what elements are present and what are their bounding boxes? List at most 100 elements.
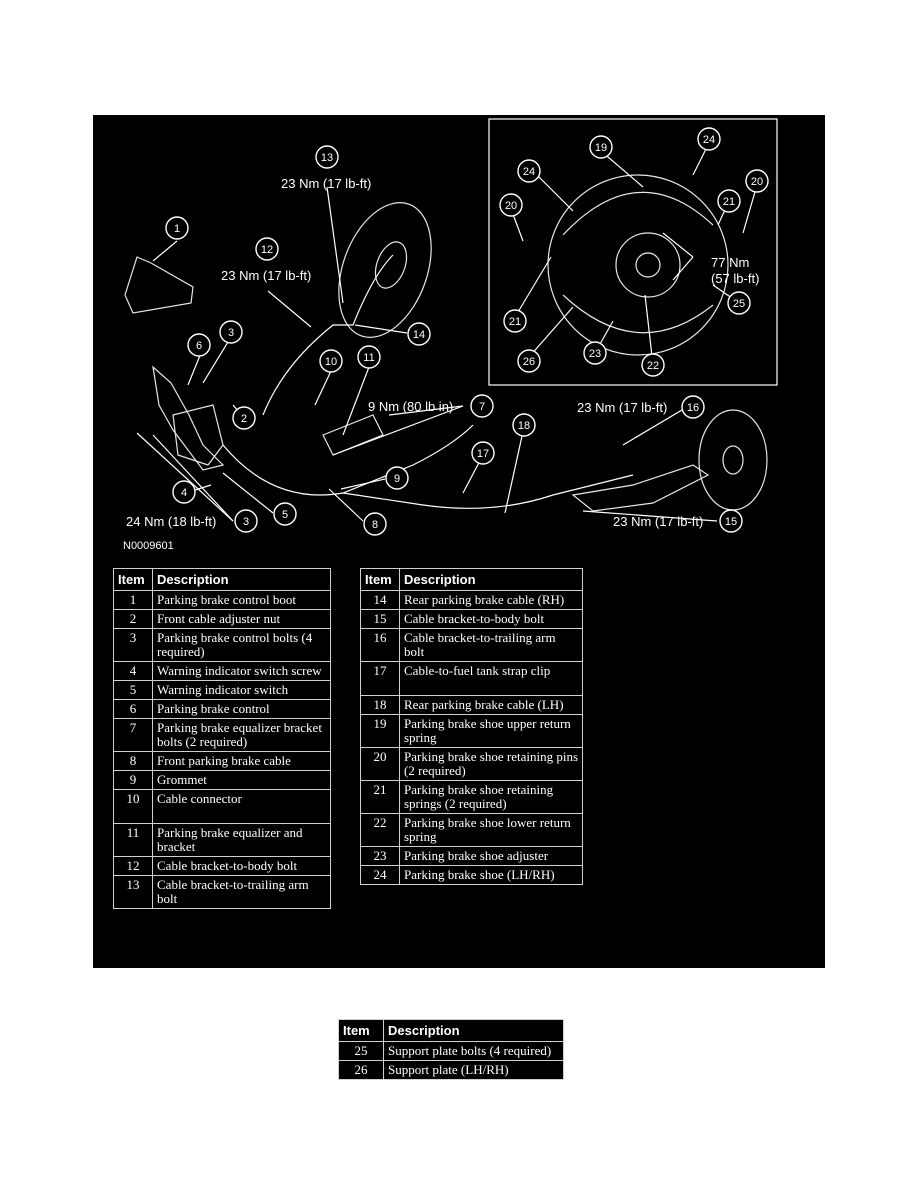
callout-10: 10	[319, 349, 343, 373]
svg-text:23: 23	[589, 348, 601, 360]
item-number: 16	[360, 628, 400, 662]
svg-text:22: 22	[647, 360, 659, 372]
item-description: Cable-to-fuel tank strap clip	[399, 661, 583, 696]
item-number: 10	[113, 789, 153, 824]
item-number: 2	[113, 609, 153, 629]
callout-14: 14	[407, 322, 431, 346]
item-description: Cable bracket-to-trailing arm bolt	[399, 628, 583, 662]
svg-text:11: 11	[363, 352, 374, 364]
svg-text:20: 20	[505, 200, 517, 212]
svg-text:19: 19	[595, 142, 607, 154]
svg-text:18: 18	[518, 420, 530, 432]
item-number: 14	[360, 590, 400, 610]
torque-label-7: 9 Nm (80 lb in)	[368, 399, 453, 414]
control-boot-drawing	[124, 256, 194, 314]
item-description: Warning indicator switch	[152, 680, 331, 700]
item-description: Support plate bolts (4 required)	[383, 1041, 564, 1061]
callout-26: 26	[517, 349, 541, 373]
item-number: 20	[360, 747, 400, 781]
rear-cable-lh-drawing	[342, 474, 634, 509]
item-description: Parking brake shoe (LH/RH)	[399, 865, 583, 885]
item-description: Parking brake control	[152, 699, 331, 719]
callout-1: 1	[165, 216, 189, 240]
item-number: 6	[113, 699, 153, 719]
brake-shoes-drawing	[562, 191, 714, 334]
svg-text:9: 9	[394, 473, 400, 485]
item-number: 21	[360, 780, 400, 814]
control-lever-drawing	[152, 365, 225, 471]
svg-text:1: 1	[174, 223, 180, 235]
svg-text:12: 12	[261, 244, 273, 256]
callout-18: 18	[512, 413, 536, 437]
item-description: Parking brake control bolts (4 required)	[152, 628, 331, 662]
item-number: 23	[360, 846, 400, 866]
callout-3-upper: 3	[219, 320, 243, 344]
callout-16: 16	[681, 395, 705, 419]
item-number: 3	[113, 628, 153, 662]
svg-text:25: 25	[733, 298, 745, 310]
callout-25: 25	[727, 291, 751, 315]
callout-21-left: 21	[503, 309, 527, 333]
rear-cable-rh-drawing	[262, 254, 394, 416]
description-column-header: Description	[383, 1019, 564, 1042]
front-cable-drawing	[222, 424, 474, 496]
item-number: 12	[113, 856, 153, 876]
callout-5: 5	[273, 502, 297, 526]
item-description: Cable bracket-to-body bolt	[152, 856, 331, 876]
svg-text:2: 2	[241, 413, 247, 425]
svg-text:7: 7	[479, 401, 485, 413]
parking-brake-figure: 1 2 3 3 4 5 6 7 8 9 10 11 12 13 14 15 16…	[93, 115, 825, 968]
svg-text:13: 13	[321, 152, 333, 164]
torque-label-15: 23 Nm (17 lb-ft)	[613, 514, 703, 529]
table-header-row: Item Description	[338, 1019, 564, 1042]
inset-frame	[488, 118, 778, 386]
description-column-header: Description	[152, 568, 331, 591]
support-plate-drawing	[547, 174, 729, 356]
torque-label-25-lbft: (57 lb-ft)	[711, 271, 759, 286]
callout-6: 6	[187, 333, 211, 357]
rear-hub-upper-drawing	[374, 241, 408, 289]
item-description: Cable bracket-to-body bolt	[399, 609, 583, 629]
item-number: 22	[360, 813, 400, 847]
item-number: 19	[360, 714, 400, 748]
item-description: Parking brake shoe upper return spring	[399, 714, 583, 748]
equalizer-bracket-drawing	[322, 414, 384, 456]
drum-hub-drawing	[615, 232, 681, 298]
callout-20-right: 20	[745, 169, 769, 193]
callout-24-right: 24	[697, 127, 721, 151]
item-description: Parking brake equalizer and bracket	[152, 823, 331, 857]
svg-text:24: 24	[703, 134, 715, 146]
callout-8: 8	[363, 512, 387, 536]
svg-text:14: 14	[413, 329, 425, 341]
item-column-header: Item	[360, 568, 400, 591]
callout-3-lower: 3	[234, 509, 258, 533]
svg-text:3: 3	[228, 327, 234, 339]
torque-label-25-nm: 77 Nm	[711, 255, 749, 270]
item-description: Warning indicator switch screw	[152, 661, 331, 681]
control-bracket-drawing	[172, 404, 224, 466]
item-number: 25	[338, 1041, 384, 1061]
torque-label-12: 23 Nm (17 lb-ft)	[221, 268, 311, 283]
callout-19: 19	[589, 135, 613, 159]
svg-text:16: 16	[687, 402, 699, 414]
item-number: 15	[360, 609, 400, 629]
torque-label-13: 23 Nm (17 lb-ft)	[281, 176, 371, 191]
table-header-row: Item Description	[113, 568, 331, 591]
